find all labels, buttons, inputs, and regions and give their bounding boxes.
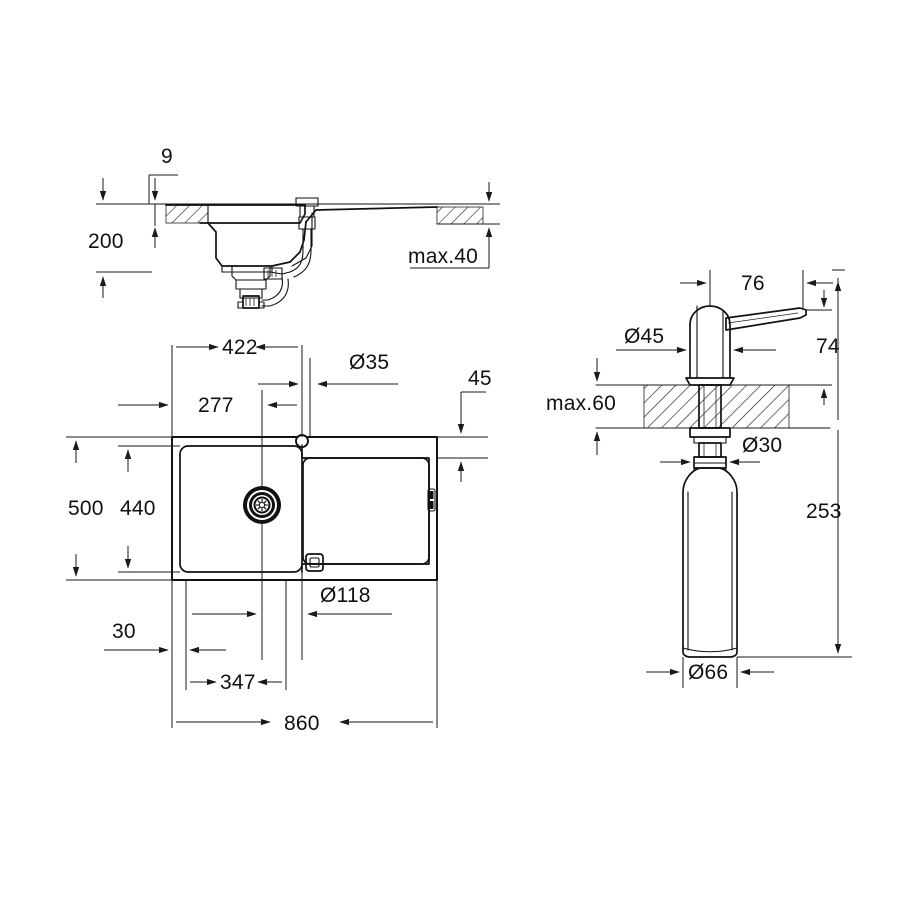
dim-label-disp-max60: max.60	[546, 392, 616, 415]
dimension-disp-253: 253	[737, 269, 852, 658]
worktop-hatch-left	[165, 204, 209, 224]
waste-drain-rings	[243, 486, 281, 524]
drainer-outlet-square	[305, 553, 324, 572]
dimension-disp-d66: Ø66	[646, 657, 774, 688]
dimension-plan-500: 500	[66, 436, 104, 581]
soap-dispenser-section-view: 76 Ø45 74 max.60	[546, 269, 852, 688]
dimension-sec-9: 9	[148, 145, 178, 248]
dimension-disp-74: 74	[789, 290, 840, 405]
dimension-plan-d118: Ø118	[192, 584, 392, 618]
dimension-disp-max60: max.60	[546, 358, 644, 455]
dimension-plan-30: 30	[104, 620, 226, 654]
waste-fitting-section	[231, 265, 271, 309]
dispenser-lever-spout	[725, 307, 807, 331]
sink-body-section	[165, 204, 438, 273]
worktop-hatch-right	[436, 206, 484, 225]
dimension-plan-860: 860	[176, 712, 433, 735]
dim-label-plan-440: 440	[120, 497, 156, 520]
dimension-plan-347: 347	[190, 671, 282, 694]
dim-label-disp-76: 76	[741, 272, 765, 295]
sink-plan-view: 422 277 Ø35 45	[66, 336, 492, 735]
dim-label-sec-200: 200	[88, 230, 124, 253]
dim-label-sec-max40: max.40	[408, 245, 478, 268]
overflow-assembly-section	[261, 197, 319, 307]
dimension-sec-200: 200	[88, 178, 152, 298]
dim-label-disp-74: 74	[816, 335, 840, 358]
dispenser-reservoir-bottle	[682, 467, 738, 658]
dim-label-disp-d45: Ø45	[624, 325, 664, 348]
dim-label-plan-422: 422	[222, 336, 258, 359]
overflow-slot	[427, 488, 436, 512]
dim-label-plan-860: 860	[284, 712, 320, 735]
dispenser-collar	[685, 377, 735, 386]
dim-label-plan-500: 500	[68, 497, 104, 520]
dim-label-disp-253: 253	[806, 500, 842, 523]
dimension-plan-422: 422	[176, 336, 298, 359]
dimension-disp-76: 76	[680, 270, 833, 308]
dimension-plan-277: 277	[118, 394, 297, 417]
dimension-disp-d30: Ø30	[660, 434, 782, 470]
dimension-plan-440: 440	[120, 449, 156, 569]
dimension-plan-45: 45	[457, 367, 492, 482]
dim-label-plan-45: 45	[468, 367, 492, 390]
dimension-plan-d35: Ø35	[258, 351, 398, 388]
dim-label-disp-d30: Ø30	[742, 434, 782, 457]
dimension-disp-d45: Ø45	[616, 325, 776, 378]
dim-label-plan-347: 347	[220, 671, 256, 694]
dim-label-plan-30: 30	[112, 620, 136, 643]
dim-label-plan-277: 277	[198, 394, 234, 417]
dim-label-plan-d118: Ø118	[320, 584, 371, 607]
sink-section-view: 9 200 max.40	[88, 145, 500, 309]
dim-label-sec-9: 9	[161, 145, 173, 168]
dimension-sec-max40: max.40	[408, 182, 500, 269]
dim-label-plan-d35: Ø35	[349, 351, 389, 374]
dim-label-disp-d66: Ø66	[688, 661, 728, 684]
